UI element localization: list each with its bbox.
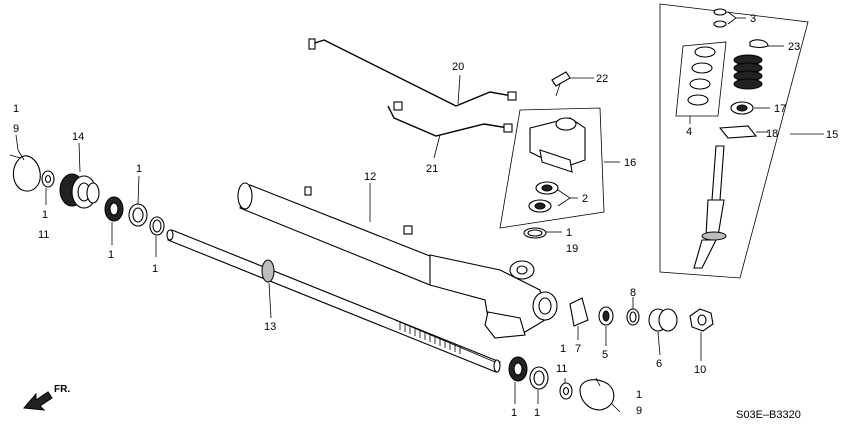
left-boot-clamp xyxy=(9,149,41,192)
rack-guide xyxy=(569,297,589,327)
callout-1: 1 xyxy=(42,209,48,221)
right-washer xyxy=(559,382,573,400)
snap-ring xyxy=(749,39,769,49)
valve-spring-stack xyxy=(733,54,763,90)
callout-3: 3 xyxy=(750,13,756,25)
feed-line-a xyxy=(308,38,517,107)
callout-16: 16 xyxy=(624,157,636,169)
callout-19: 19 xyxy=(566,243,578,255)
left-washer xyxy=(41,170,55,188)
rack-teeth xyxy=(399,322,461,354)
pinion-bearing xyxy=(718,125,758,139)
callout-1: 1 xyxy=(534,407,540,419)
callout-11: 11 xyxy=(556,363,567,375)
valve-seal-a xyxy=(535,181,559,195)
callout-1: 1 xyxy=(566,227,572,239)
cylinder-end-bushing xyxy=(59,173,100,209)
valve-o-ring xyxy=(523,227,547,239)
leader-lines xyxy=(15,11,824,413)
front-direction-arrow: FR. xyxy=(22,384,70,411)
callout-4: 4 xyxy=(686,126,692,138)
flange-bolt xyxy=(551,71,571,97)
right-oil-seal xyxy=(508,356,528,382)
callout-9: 9 xyxy=(13,123,19,135)
feed-line-b xyxy=(387,101,513,137)
callout-18: 18 xyxy=(766,128,778,140)
callout-10: 10 xyxy=(694,364,706,376)
callout-12: 12 xyxy=(364,171,376,183)
seal-kit-top xyxy=(713,8,727,28)
valve-body-box xyxy=(499,107,605,229)
steering-gear-housing xyxy=(237,182,558,339)
callout-21: 21 xyxy=(426,163,438,175)
callout-13: 13 xyxy=(264,321,276,333)
pinion-seal xyxy=(730,101,754,115)
rack-guide-screw xyxy=(648,308,678,332)
left-o-ring xyxy=(149,216,165,236)
lock-nut xyxy=(689,308,714,332)
seal-ring-set-box xyxy=(675,41,727,117)
right-boot-clamp xyxy=(579,377,615,411)
right-seal-ring xyxy=(529,366,549,390)
callout-2: 2 xyxy=(582,193,588,205)
callout-9: 9 xyxy=(636,405,642,417)
callout-1: 1 xyxy=(511,407,517,419)
pinion-shaft xyxy=(693,145,727,269)
steering-rack xyxy=(166,229,501,373)
callout-15: 15 xyxy=(826,129,838,141)
callout-7: 7 xyxy=(575,343,581,355)
callout-1: 1 xyxy=(136,163,142,175)
guide-o-ring xyxy=(626,308,640,326)
callout-1: 1 xyxy=(108,249,114,261)
callout-1: 1 xyxy=(13,103,19,115)
rack-guide-spring xyxy=(598,306,614,326)
diagram-code: S03E–B3320 xyxy=(736,409,801,421)
callout-6: 6 xyxy=(656,358,662,370)
callout-20: 20 xyxy=(452,61,464,73)
callout-1: 1 xyxy=(636,389,642,401)
callout-11: 11 xyxy=(38,229,49,241)
valve-body xyxy=(529,117,586,173)
left-seal-ring xyxy=(128,203,148,227)
callout-22: 22 xyxy=(596,73,608,85)
callout-1: 1 xyxy=(560,343,566,355)
callout-23: 23 xyxy=(788,41,800,53)
left-oil-seal xyxy=(104,196,124,222)
callout-1: 1 xyxy=(152,263,158,275)
valve-seal-b xyxy=(528,199,552,213)
callout-5: 5 xyxy=(602,349,608,361)
callout-8: 8 xyxy=(630,287,636,299)
callout-14: 14 xyxy=(72,131,84,143)
callout-17: 17 xyxy=(774,103,786,115)
direction-label: FR. xyxy=(54,384,70,395)
valve-kit-box xyxy=(659,3,809,279)
